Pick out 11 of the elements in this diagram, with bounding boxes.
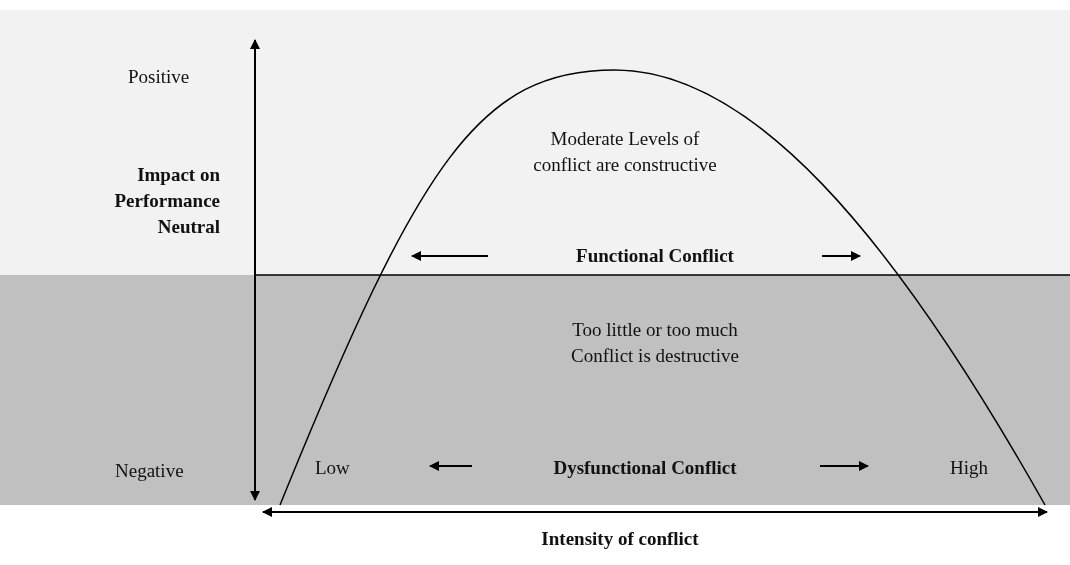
- axis-label: Negative: [115, 459, 185, 483]
- zone-title: Dysfunctional Conflict: [552, 456, 738, 480]
- axis-label: High: [950, 456, 989, 480]
- axis-title: Impact on Performance: [113, 163, 220, 213]
- zone-description: Moderate Levels of conflict are constructive: [532, 127, 718, 177]
- axis-label: Positive: [128, 65, 191, 89]
- zone-description: Too little or too much Conflict is destructive: [570, 318, 740, 368]
- axis-label: Neutral: [156, 215, 220, 239]
- axis-label: Low: [315, 456, 351, 480]
- zone-title: Functional Conflict: [575, 244, 735, 268]
- axis-title: Intensity of conflict: [540, 527, 700, 551]
